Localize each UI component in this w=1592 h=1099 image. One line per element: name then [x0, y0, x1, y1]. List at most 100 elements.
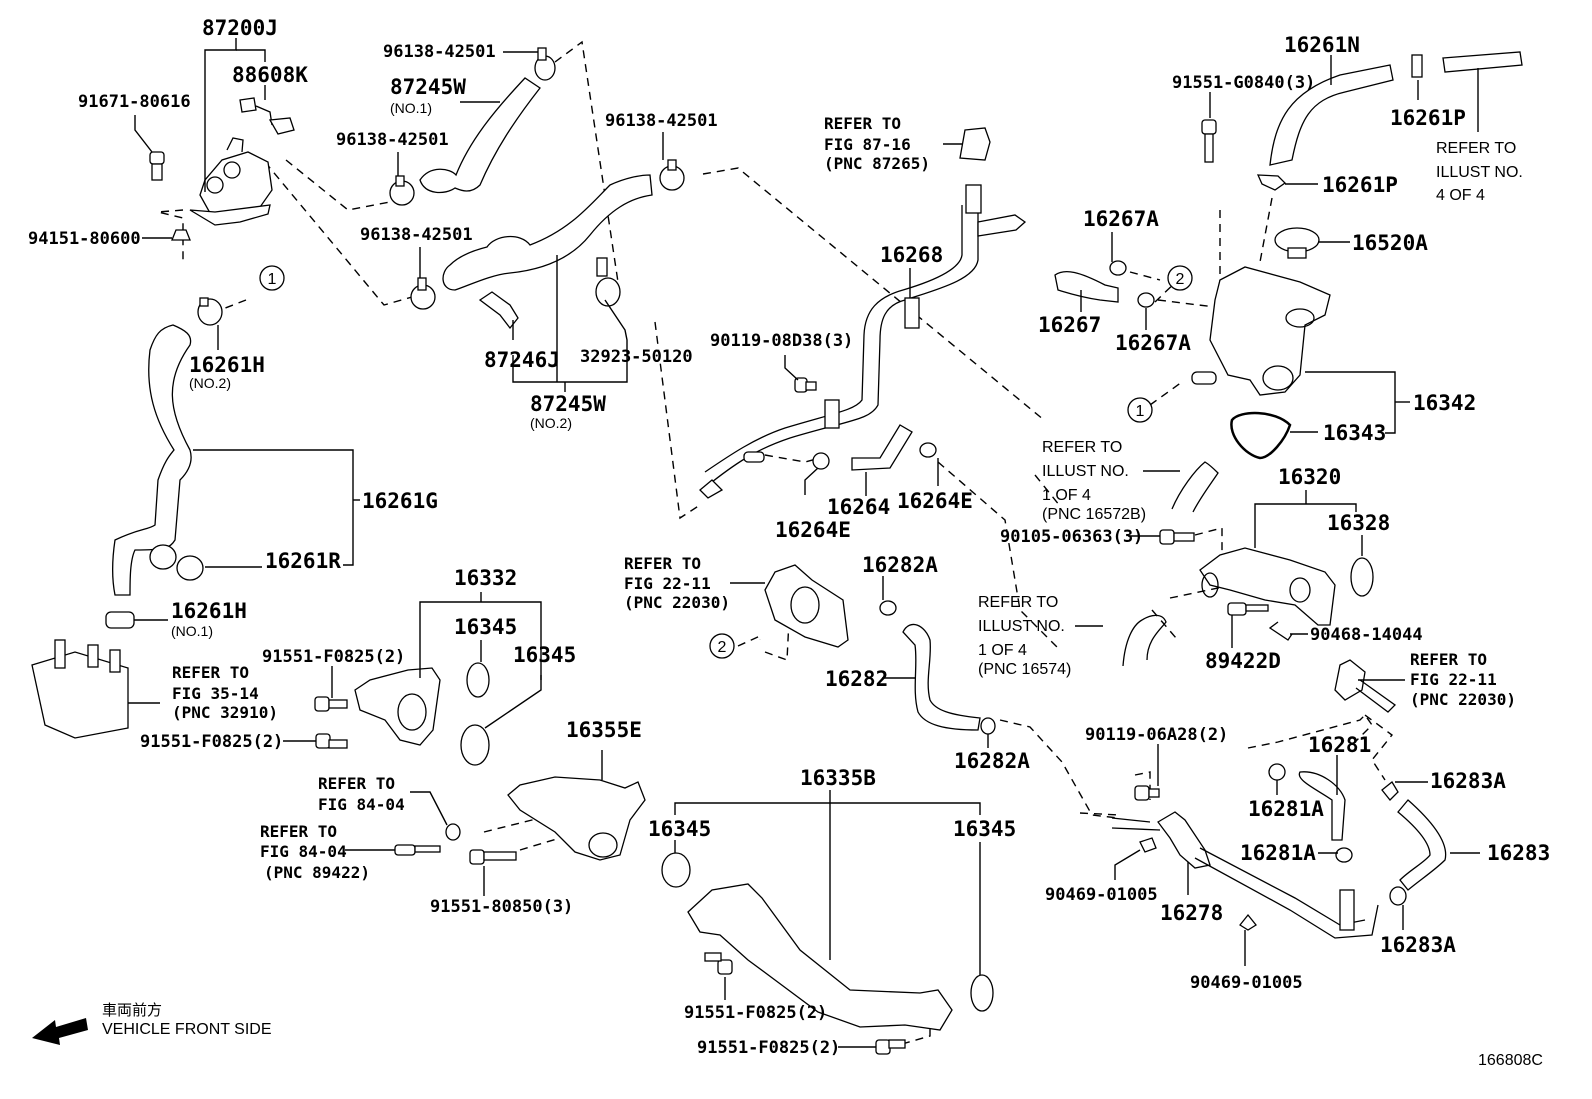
- svg-text:(PNC 89422): (PNC 89422): [264, 863, 370, 882]
- part-label-16261G[interactable]: 16261G: [362, 489, 438, 513]
- part-label-87245W-no1[interactable]: 87245W: [390, 75, 466, 99]
- part-label-16345-b[interactable]: 16345: [513, 643, 576, 667]
- part-label-16320[interactable]: 16320: [1278, 465, 1341, 489]
- part-label-90119-06A28[interactable]: 90119-06A28(2): [1085, 725, 1228, 745]
- ref-illust-4-of-4[interactable]: REFER TO ILLUST NO. 4 OF 4: [1436, 140, 1523, 204]
- part-label-87200J[interactable]: 87200J: [202, 16, 278, 40]
- part-label-16283A-a[interactable]: 16283A: [1430, 769, 1506, 793]
- part-label-16267[interactable]: 16267: [1038, 313, 1101, 337]
- part-label-16264E-a[interactable]: 16264E: [775, 518, 851, 542]
- part-label-16328[interactable]: 16328: [1327, 511, 1390, 535]
- part-label-16281A-a[interactable]: 16281A: [1248, 797, 1324, 821]
- clamp-96138-d: [410, 277, 436, 310]
- ring-16345-a: [466, 662, 490, 698]
- ref-fig-22-11-center[interactable]: REFER TO FIG 22-11 (PNC 22030): [624, 554, 730, 612]
- hose-87245W-no1: [419, 77, 541, 194]
- ref-fig-35-14[interactable]: REFER TO FIG 35-14 (PNC 32910): [172, 663, 278, 722]
- ref-fig-84-04-sensor[interactable]: REFER TO FIG 84-04 (PNC 89422): [260, 822, 370, 882]
- svg-text:2: 2: [718, 639, 727, 656]
- part-label-90105-06363[interactable]: 90105-06363(3): [1000, 527, 1143, 547]
- part-label-91551-F0825-b[interactable]: 91551-F0825(2): [140, 732, 283, 752]
- part-label-16282A-b[interactable]: 16282A: [954, 749, 1030, 773]
- svg-text:FIG 22-11: FIG 22-11: [624, 574, 711, 593]
- part-label-16335B[interactable]: 16335B: [800, 766, 876, 790]
- hose-16572B: [1171, 461, 1219, 513]
- ref-fig-84-04-seal[interactable]: REFER TO FIG 84-04: [318, 774, 405, 814]
- part-label-16345-c[interactable]: 16345: [648, 817, 711, 841]
- part-label-16332[interactable]: 16332: [454, 566, 517, 590]
- hose-16267: [1054, 271, 1119, 303]
- front-side-label-jp: 車両前方: [102, 1002, 162, 1019]
- part-label-16261P-b[interactable]: 16261P: [1322, 173, 1398, 197]
- part-label-16261P-a[interactable]: 16261P: [1390, 106, 1466, 130]
- part-label-90119-08D38[interactable]: 90119-08D38(3): [710, 331, 853, 351]
- bolt-91551-F0825-b: [315, 733, 348, 749]
- part-label-90469-01005-b[interactable]: 90469-01005: [1190, 973, 1303, 993]
- part-label-91551-80850[interactable]: 91551-80850(3): [430, 897, 573, 917]
- part-label-91551-F0825-a[interactable]: 91551-F0825(2): [262, 647, 405, 667]
- part-label-16261N[interactable]: 16261N: [1284, 33, 1360, 57]
- part-label-16345-a[interactable]: 16345: [454, 615, 517, 639]
- part-label-88608K[interactable]: 88608K: [232, 63, 308, 87]
- part-label-91551-F0825-c[interactable]: 91551-F0825(2): [684, 1003, 827, 1023]
- pipe-16268: [699, 184, 1027, 499]
- part-label-91551-F0825-d[interactable]: 91551-F0825(2): [697, 1038, 840, 1058]
- svg-text:1: 1: [268, 271, 277, 288]
- part-label-16282A-a[interactable]: 16282A: [862, 553, 938, 577]
- part-label-16355E[interactable]: 16355E: [566, 718, 642, 742]
- part-label-16261R[interactable]: 16261R: [265, 549, 341, 573]
- part-label-32923-50120[interactable]: 32923-50120: [580, 347, 693, 367]
- part-label-16264[interactable]: 16264: [827, 495, 890, 519]
- water-outlet-16342: [1191, 266, 1331, 396]
- part-label-87246J[interactable]: 87246J: [484, 348, 560, 372]
- ref-fig-22-11-right[interactable]: REFER TO FIG 22-11 (PNC 22030): [1410, 650, 1516, 709]
- bolt-90105-06363: [1159, 529, 1195, 545]
- part-label-16261H-no1[interactable]: 16261H: [171, 599, 247, 623]
- part-label-90468-14044[interactable]: 90468-14044: [1310, 625, 1423, 645]
- part-label-16343[interactable]: 16343: [1323, 421, 1386, 445]
- hose-16283: [1397, 799, 1447, 891]
- part-label-16278[interactable]: 16278: [1160, 901, 1223, 925]
- part-label-96138-42501-d[interactable]: 96138-42501: [360, 225, 473, 245]
- part-label-16283A-b[interactable]: 16283A: [1380, 933, 1456, 957]
- svg-text:(PNC 16572B): (PNC 16572B): [1042, 506, 1146, 523]
- ring-16345-c: [661, 852, 691, 888]
- part-label-16267A-b[interactable]: 16267A: [1115, 331, 1191, 355]
- svg-text:REFER TO: REFER TO: [1410, 650, 1487, 669]
- svg-text:(PNC 22030): (PNC 22030): [624, 593, 730, 612]
- water-pump-87200J: [189, 137, 273, 226]
- part-label-16261H-no2[interactable]: 16261H: [189, 353, 265, 377]
- part-label-16345-d[interactable]: 16345: [953, 817, 1016, 841]
- clamp-16264E-a: [812, 452, 830, 470]
- bolt-91671-80616: [149, 151, 165, 181]
- part-label-16281[interactable]: 16281: [1308, 733, 1371, 757]
- part-label-96138-42501-a[interactable]: 96138-42501: [383, 42, 496, 62]
- part-label-91671-80616[interactable]: 91671-80616: [78, 92, 191, 112]
- part-label-89422D[interactable]: 89422D: [1205, 649, 1281, 673]
- pipe-16335B: [687, 883, 953, 1031]
- hose-16261G: [112, 324, 192, 596]
- part-label-96138-42501-b[interactable]: 96138-42501: [336, 130, 449, 150]
- ref-illust-1-of-4-16574[interactable]: REFER TO ILLUST NO. 1 OF 4 (PNC 16574): [978, 594, 1071, 678]
- svg-text:FIG 87-16: FIG 87-16: [824, 135, 911, 154]
- part-label-16267A-a[interactable]: 16267A: [1083, 207, 1159, 231]
- part-label-16520A[interactable]: 16520A: [1352, 231, 1428, 255]
- leader-lines: [128, 38, 1480, 1048]
- part-label-16264E-b[interactable]: 16264E: [897, 489, 973, 513]
- part-label-96138-42501-c[interactable]: 96138-42501: [605, 111, 718, 131]
- part-label-16281A-b[interactable]: 16281A: [1240, 841, 1316, 865]
- part-sublabel-16261H-no2: (NO.2): [189, 375, 231, 391]
- part-label-16342[interactable]: 16342: [1413, 391, 1476, 415]
- sensor-87265: [959, 127, 991, 161]
- ref-illust-1-of-4-16572B[interactable]: REFER TO ILLUST NO. 1 OF 4 (PNC 16572B): [1042, 439, 1146, 523]
- clamp-16267A-a: [1109, 260, 1127, 276]
- part-label-16282[interactable]: 16282: [825, 667, 888, 691]
- part-label-90469-01005-a[interactable]: 90469-01005: [1045, 885, 1158, 905]
- ref-fig-87-16[interactable]: REFER TO FIG 87-16 (PNC 87265): [824, 114, 930, 173]
- part-label-91551-G0840[interactable]: 91551-G0840(3): [1172, 73, 1315, 93]
- clamp-16267A-b: [1137, 292, 1155, 308]
- part-label-87245W-no2[interactable]: 87245W: [530, 392, 606, 416]
- part-label-94151-80600[interactable]: 94151-80600: [28, 229, 141, 249]
- part-label-16268[interactable]: 16268: [880, 243, 943, 267]
- part-label-16283[interactable]: 16283: [1487, 841, 1550, 865]
